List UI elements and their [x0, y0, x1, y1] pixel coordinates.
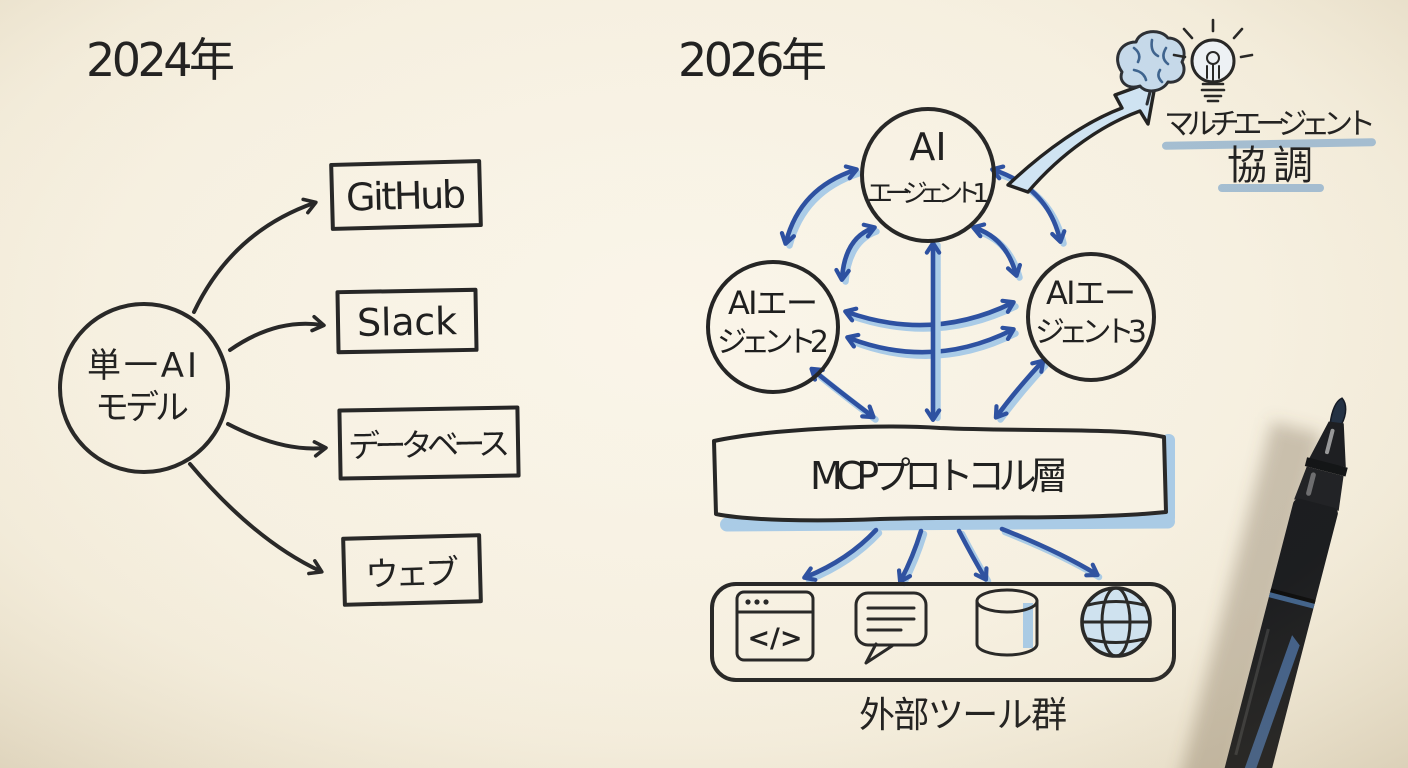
mcp-arrow-4: [999, 526, 1103, 581]
arrow-to-database: [226, 422, 328, 458]
github-label: GitHub: [345, 172, 466, 219]
mcp-arrow-1: [802, 527, 883, 584]
arrow-to-github: [192, 197, 318, 314]
database-icon: [975, 588, 1039, 657]
agent-2-label-line1: AIエー: [728, 284, 818, 322]
connector-a1-a2-outer: [779, 164, 862, 249]
mcp-label: MCPプロトコル層: [810, 454, 1068, 498]
multi-agent-arrow: [1006, 78, 1158, 194]
code-glyph: </>: [747, 623, 802, 654]
connector-a1-mcp-vertical: [924, 241, 942, 422]
annotation: マルチエージェント 協調: [1162, 107, 1376, 192]
left-panel-title: 2024年: [86, 33, 236, 87]
lightbulb-icon: [1172, 18, 1254, 103]
agent-2-label-line2: ジェント2: [717, 325, 829, 360]
tool-box-database: データベース: [337, 405, 521, 481]
annotation-line2: 協調: [1227, 143, 1313, 189]
agent-3-node: AIエー ジェント3: [1026, 252, 1156, 382]
connector-a1-a3-inner: [971, 222, 1023, 281]
agent-2-node: AIエー ジェント2: [706, 260, 840, 394]
mcp-arrow-2: [896, 528, 928, 587]
arrow-to-slack: [228, 314, 326, 352]
external-tools-label: 外部ツール群: [859, 695, 1067, 736]
mcp-to-tools-arrows: [802, 526, 1103, 587]
agent-1-label-line1: AI: [909, 125, 946, 169]
arrow-to-web: [188, 462, 324, 576]
connector-a3-mcp: [993, 358, 1049, 423]
connector-a1-a2-inner: [834, 222, 880, 285]
marker-pen: [1164, 397, 1348, 768]
model-node-label-line1: 単一AI: [87, 346, 197, 386]
agent-1-label-line2: エージェント1: [867, 179, 989, 209]
agent-3-label-line2: ジェント3: [1035, 315, 1147, 350]
tool-box-web: ウェブ: [341, 533, 483, 607]
agent-3-label-line1: AIエー: [1046, 274, 1136, 312]
chat-bubble-icon: [854, 591, 928, 665]
globe-icon: [1080, 586, 1152, 658]
slack-label: Slack: [357, 299, 458, 345]
code-window-icon: </>: [735, 590, 815, 662]
model-node-label-line2: モデル: [95, 388, 189, 428]
tool-box-slack: Slack: [335, 287, 479, 355]
right-panel-title: 2026年: [678, 33, 828, 87]
web-label: ウェブ: [365, 553, 460, 595]
connector-a2-mcp: [809, 366, 879, 423]
tool-box-github: GitHub: [329, 159, 483, 231]
annotation-line1: マルチエージェント: [1164, 107, 1376, 142]
agent-1-node: AI エージェント1: [860, 107, 996, 243]
mcp-layer-box: MCPプロトコル層: [712, 424, 1175, 532]
mcp-arrow-3: [956, 528, 992, 585]
single-ai-model-node: 単一AI モデル: [58, 302, 230, 474]
external-tools-group: </>: [710, 582, 1176, 682]
database-label: データベース: [348, 425, 511, 466]
